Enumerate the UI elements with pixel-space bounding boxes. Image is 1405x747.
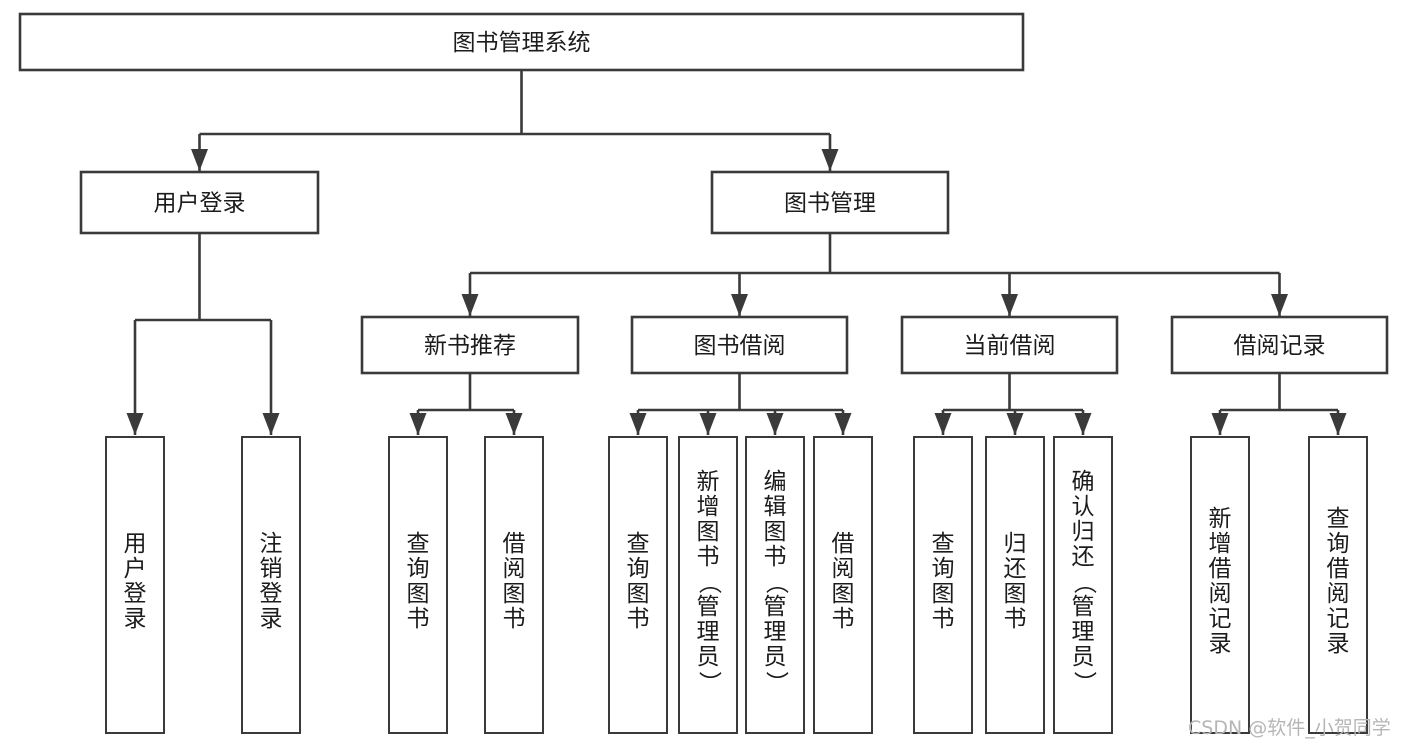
node-level3-4-label: 借阅记录 <box>1234 333 1326 359</box>
node-leaf-8-label: 借阅图书 <box>831 531 855 632</box>
node-leaf-6-label: 新增图书（管理员） <box>695 468 722 694</box>
node-leaf-3[interactable]: 查询图书 <box>388 436 448 734</box>
arrow-head-icon <box>262 413 280 435</box>
node-leaf-5-label: 查询图书 <box>626 531 650 632</box>
node-leaf-12[interactable]: 新增借阅记录 <box>1190 436 1250 734</box>
arrow-head-icon <box>731 294 748 316</box>
node-leaf-6[interactable]: 新增图书（管理员） <box>678 436 738 734</box>
node-leaf-1-label: 用户登录 <box>123 531 147 632</box>
arrow-head-icon <box>629 413 647 435</box>
arrow-head-icon <box>409 413 427 435</box>
node-level3-4[interactable]: 借阅记录 <box>1170 315 1389 375</box>
node-leaf-10[interactable]: 归还图书 <box>985 436 1045 734</box>
node-level2-1[interactable]: 用户登录 <box>79 170 320 235</box>
node-root-system-label: 图书管理系统 <box>453 30 591 56</box>
node-level2-2-rect <box>710 170 950 235</box>
arrow-head-icon <box>821 149 839 171</box>
arrow-head-icon <box>126 413 144 435</box>
node-leaf-10-label: 归还图书 <box>1003 531 1027 632</box>
node-level3-1-rect <box>360 315 580 375</box>
node-leaf-7-label: 编辑图书（管理员） <box>762 468 789 694</box>
node-leaf-8[interactable]: 借阅图书 <box>813 436 873 734</box>
arrow-head-icon <box>191 149 208 171</box>
arrow-head-icon <box>699 413 717 435</box>
node-level3-3-rect <box>900 315 1119 375</box>
node-leaf-2-label: 注销登录 <box>259 531 283 632</box>
node-level3-3-label: 当前借阅 <box>964 333 1056 359</box>
arrow-head-icon <box>934 413 952 435</box>
arrow-head-icon <box>1006 413 1024 435</box>
node-level3-4-rect <box>1170 315 1389 375</box>
node-level3-3[interactable]: 当前借阅 <box>900 315 1119 375</box>
node-level3-1[interactable]: 新书推荐 <box>360 315 580 375</box>
node-leaf-12-label: 新增借阅记录 <box>1208 506 1232 657</box>
node-level3-2-label: 图书借阅 <box>694 333 786 359</box>
node-level3-2-rect <box>630 315 849 375</box>
node-leaf-11[interactable]: 确认归还（管理员） <box>1053 436 1113 734</box>
node-level2-2-label: 图书管理 <box>784 191 876 217</box>
arrow-head-icon <box>1001 294 1018 316</box>
node-leaf-9[interactable]: 查询图书 <box>913 436 973 734</box>
node-leaf-7[interactable]: 编辑图书（管理员） <box>745 436 805 734</box>
arrow-head-icon <box>1329 413 1347 435</box>
node-leaf-2[interactable]: 注销登录 <box>241 436 301 734</box>
node-level2-1-rect <box>79 170 320 235</box>
node-level3-2[interactable]: 图书借阅 <box>630 315 849 375</box>
arrow-head-icon <box>505 413 523 435</box>
node-level3-1-label: 新书推荐 <box>424 333 516 359</box>
node-leaf-13[interactable]: 查询借阅记录 <box>1308 436 1368 734</box>
node-leaf-4[interactable]: 借阅图书 <box>484 436 544 734</box>
arrow-head-icon <box>1074 413 1092 435</box>
node-leaf-11-label: 确认归还（管理员） <box>1070 468 1097 694</box>
arrow-head-icon <box>834 413 852 435</box>
arrow-head-icon <box>1271 294 1288 316</box>
node-leaf-9-label: 查询图书 <box>931 531 955 632</box>
node-root-system[interactable]: 图书管理系统 <box>18 12 1025 72</box>
node-root-system-rect <box>18 12 1025 72</box>
connector-layer <box>126 70 1347 435</box>
arrow-head-icon <box>766 413 784 435</box>
node-level2-1-label: 用户登录 <box>154 191 246 217</box>
node-leaf-13-label: 查询借阅记录 <box>1326 506 1350 657</box>
arrow-head-icon <box>461 294 479 316</box>
node-leaf-1[interactable]: 用户登录 <box>105 436 165 734</box>
arrow-head-icon <box>1211 413 1229 435</box>
node-leaf-5[interactable]: 查询图书 <box>608 436 668 734</box>
node-leaf-3-label: 查询图书 <box>406 531 430 632</box>
node-level2-2[interactable]: 图书管理 <box>710 170 950 235</box>
node-leaf-4-label: 借阅图书 <box>502 531 526 632</box>
